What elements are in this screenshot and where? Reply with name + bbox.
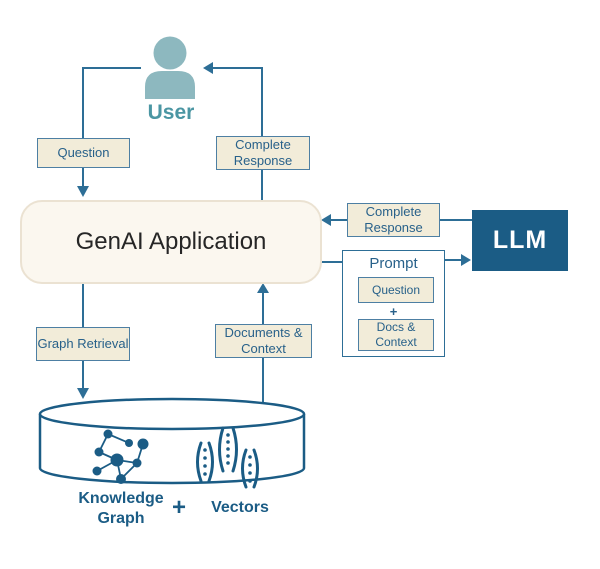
- arrow-complete-response-to-user-line: [210, 67, 263, 137]
- prompt-plus: +: [389, 304, 398, 319]
- graph-retrieval-box: Graph Retrieval: [36, 327, 130, 361]
- database-cylinder: [38, 397, 306, 489]
- user-icon: [145, 36, 195, 99]
- vectors-label: Vectors: [211, 499, 269, 516]
- prompt-docs-context-box: Docs & Context: [358, 319, 434, 351]
- prompt-box: Prompt Question + Docs & Context: [342, 250, 445, 357]
- knowledge-graph-icon: [92, 429, 149, 484]
- prompt-title: Prompt: [369, 255, 418, 272]
- documents-context-box: Documents & Context: [215, 324, 312, 358]
- complete-response-top-box: Complete Response: [216, 136, 310, 170]
- arrow-prompt-to-llm-head: [461, 254, 471, 266]
- connector-user-to-question: [82, 67, 141, 138]
- genai-application-box: GenAI Application: [20, 200, 322, 284]
- prompt-question-box: Question: [358, 277, 434, 303]
- arrow-complete-response-to-user-head: [203, 62, 213, 74]
- vectors-icon: [196, 426, 259, 489]
- arrow-documents-to-genai-head: [257, 283, 269, 293]
- arrow-graph-retrieval-to-database-head: [77, 388, 89, 399]
- arrow-question-to-genai-head: [77, 186, 89, 197]
- user-label: User: [147, 101, 195, 124]
- question-box: Question: [37, 138, 130, 168]
- complete-response-right-box: Complete Response: [347, 203, 440, 237]
- arrow-complete-response-to-genai-head: [321, 214, 331, 226]
- knowledge-graph-label: Knowledge Graph: [78, 490, 164, 527]
- plus-label: +: [171, 494, 186, 521]
- llm-box: LLM: [472, 210, 568, 271]
